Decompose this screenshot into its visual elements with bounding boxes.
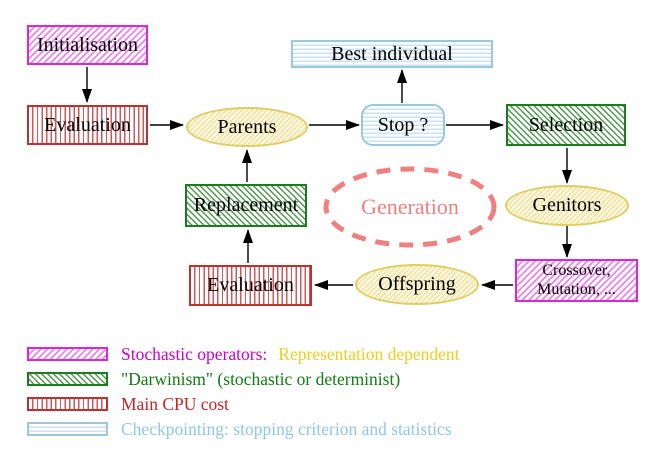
node-initialisation: Initialisation xyxy=(27,25,148,65)
legend-label-darwinism: "Darwinism" (stochastic or determinist) xyxy=(121,368,401,389)
node-parents: Parents xyxy=(186,107,308,147)
red-vlines-swatch xyxy=(27,397,108,411)
generation-label: Generation xyxy=(361,194,459,219)
legend-label-stochastic: Stochastic operators: xyxy=(121,343,268,364)
node-crossover-mutation: Crossover, Mutation, ... xyxy=(515,259,638,302)
legend-label-cpu-cost: Main CPU cost xyxy=(121,393,229,414)
node-best-individual: Best individual xyxy=(291,40,493,68)
generation-dashed-ellipse xyxy=(323,166,497,248)
crossover-line2: Mutation, ... xyxy=(537,280,616,298)
node-evaluation-bottom: Evaluation xyxy=(189,265,312,306)
legend-label-checkpointing: Checkpointing: stopping criterion and st… xyxy=(121,418,452,439)
green-hatch-swatch xyxy=(27,372,108,386)
legend-item-stochastic-operators: Stochastic operators: Representation dep… xyxy=(27,343,460,364)
magenta-hatch-swatch xyxy=(27,347,108,361)
node-selection: Selection xyxy=(506,104,626,146)
node-offspring: Offspring xyxy=(355,264,479,305)
node-stop: Stop ? xyxy=(361,104,445,146)
generation-cycle-ellipse: Generation xyxy=(323,166,497,248)
node-genitors: Genitors xyxy=(505,185,629,226)
legend-item-darwinism: "Darwinism" (stochastic or determinist) xyxy=(27,368,460,389)
node-replacement: Replacement xyxy=(185,184,307,227)
legend-label-representation: Representation dependent xyxy=(278,343,460,364)
crossover-line1: Crossover, xyxy=(542,261,611,279)
legend: Stochastic operators: Representation dep… xyxy=(27,343,460,446)
legend-item-cpu-cost: Main CPU cost xyxy=(27,393,460,414)
legend-item-checkpointing: Checkpointing: stopping criterion and st… xyxy=(27,418,460,439)
node-evaluation-top: Evaluation xyxy=(27,105,148,145)
cyan-hlines-swatch xyxy=(27,422,108,436)
